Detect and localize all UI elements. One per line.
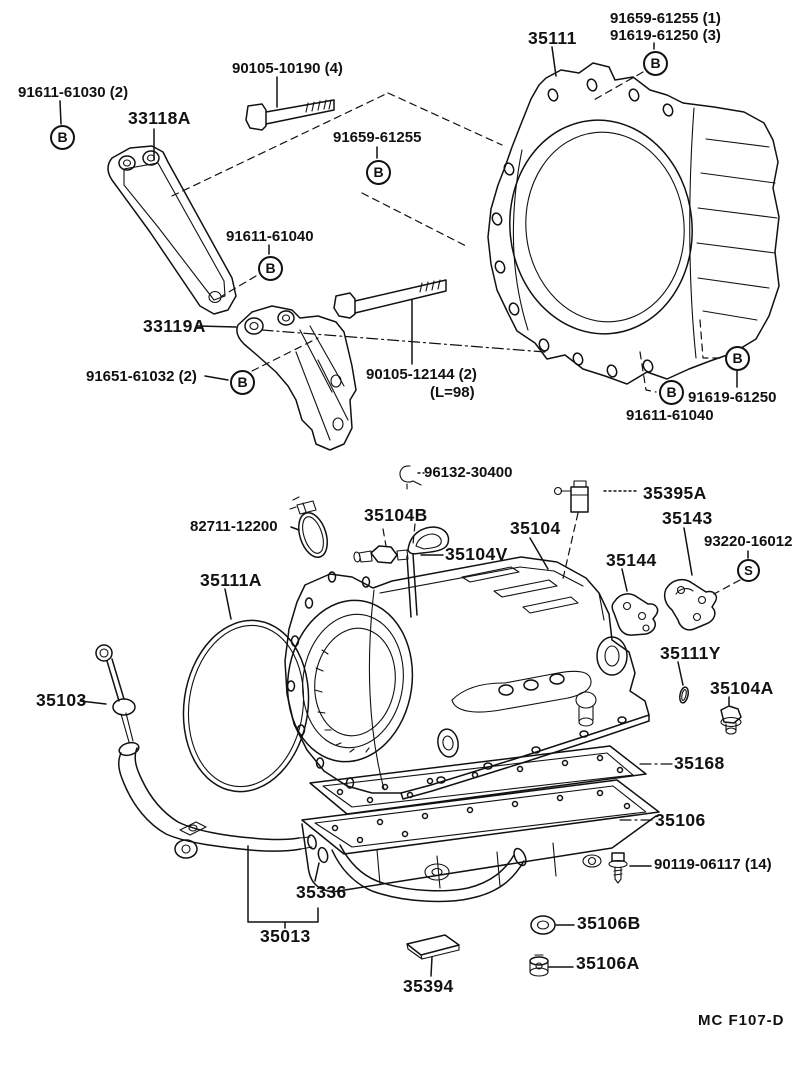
label-91659-61255: 91659-61255 [333, 129, 422, 146]
transmission-case-drawing [284, 556, 650, 800]
label-35336: 35336 [296, 882, 347, 902]
marker-b-91611-61040-upper: B [258, 256, 283, 281]
label-33119a: 33119A [143, 316, 206, 336]
label-35395a: 35395A [643, 483, 707, 503]
label-35144: 35144 [606, 550, 657, 570]
marker-b-91659-61255: B [366, 160, 391, 185]
magnet-35394-drawing [406, 934, 460, 960]
bolt-90105-10190-drawing [245, 99, 335, 131]
label-35111a: 35111A [200, 570, 262, 590]
oring-35111y-drawing [678, 686, 690, 704]
marker-b-91611-61030: B [50, 125, 75, 150]
label-35103: 35103 [36, 690, 87, 710]
label-93220-16012: 93220-16012 [704, 533, 793, 550]
bracket-33119a-drawing [236, 305, 357, 451]
clamp-82711-drawing [289, 496, 329, 558]
label-35143: 35143 [662, 508, 713, 528]
marker-s-93220-16012: S [737, 559, 760, 582]
leader-lines [59, 42, 749, 977]
bolt-90119-drawing [608, 852, 628, 884]
label-91611-61040-upper: 91611-61040 [226, 228, 314, 245]
label-91659-61255-1: 91659-61255 (1) [610, 10, 721, 27]
sensor-35104b-drawing [353, 545, 409, 564]
marker-b-91619-61250: B [725, 346, 750, 371]
label-91611-61040-lower: 91611-61040 [626, 407, 714, 424]
extension-housing-drawing [487, 62, 780, 385]
alignment-dashed-lines [171, 71, 741, 821]
pan-gasket-drawing [309, 745, 647, 815]
label-35013: 35013 [260, 926, 311, 946]
marker-b-top-right: B [643, 51, 668, 76]
bracket-35144-drawing [611, 593, 659, 636]
plug-35106a-drawing [529, 954, 549, 977]
label-91619-61250-3: 91619-61250 (3) [610, 27, 721, 44]
label-82711-12200: 82711-12200 [190, 518, 278, 535]
bracket-35143-drawing [663, 578, 718, 631]
dipstick-drawing [95, 644, 136, 743]
label-35104b: 35104B [364, 505, 428, 525]
bolt-90105-12144-drawing [333, 279, 447, 319]
label-91619-61250: 91619-61250 [688, 389, 777, 406]
label-35106: 35106 [655, 810, 706, 830]
drawing-code: MC F107-D [698, 1012, 785, 1029]
label-35168: 35168 [674, 753, 725, 773]
plug-35104a-drawing [720, 705, 742, 735]
label-35106a: 35106A [576, 953, 640, 973]
marker-b-91611-61040-lower: B [659, 380, 684, 405]
label-35106b: 35106B [577, 913, 641, 933]
label-35104a: 35104A [710, 678, 774, 698]
label-35104v: 35104V [445, 544, 508, 564]
label-35111y: 35111Y [660, 643, 721, 663]
label-91611-61030: 91611-61030 (2) [18, 84, 129, 101]
sensor-35395a-drawing [553, 480, 589, 513]
label-96132-30400: 96132-30400 [424, 464, 513, 481]
label-90119-06117: 90119-06117 (14) [654, 856, 772, 873]
clip-96132-drawing [399, 465, 422, 490]
label-33118a: 33118A [128, 108, 191, 128]
tube-35104v-drawing [406, 526, 450, 618]
marker-b-91651-61032: B [230, 370, 255, 395]
oil-ring-35336-drawing [317, 846, 329, 864]
label-90105-12144-length: (L=98) [430, 384, 475, 401]
oil-pan-drawing [301, 779, 660, 903]
washer-35106b-drawing [530, 915, 556, 935]
label-91651-61032: 91651-61032 (2) [86, 368, 197, 385]
label-35104: 35104 [510, 518, 561, 538]
label-90105-12144: 90105-12144 (2) [366, 366, 477, 383]
label-35111: 35111 [528, 28, 577, 48]
filler-tube-drawing [118, 741, 317, 859]
oring-35111a-drawing [182, 619, 310, 793]
label-35394: 35394 [403, 976, 454, 996]
bracket-33118a-drawing [107, 145, 237, 315]
label-90105-10190: 90105-10190 (4) [232, 60, 343, 77]
